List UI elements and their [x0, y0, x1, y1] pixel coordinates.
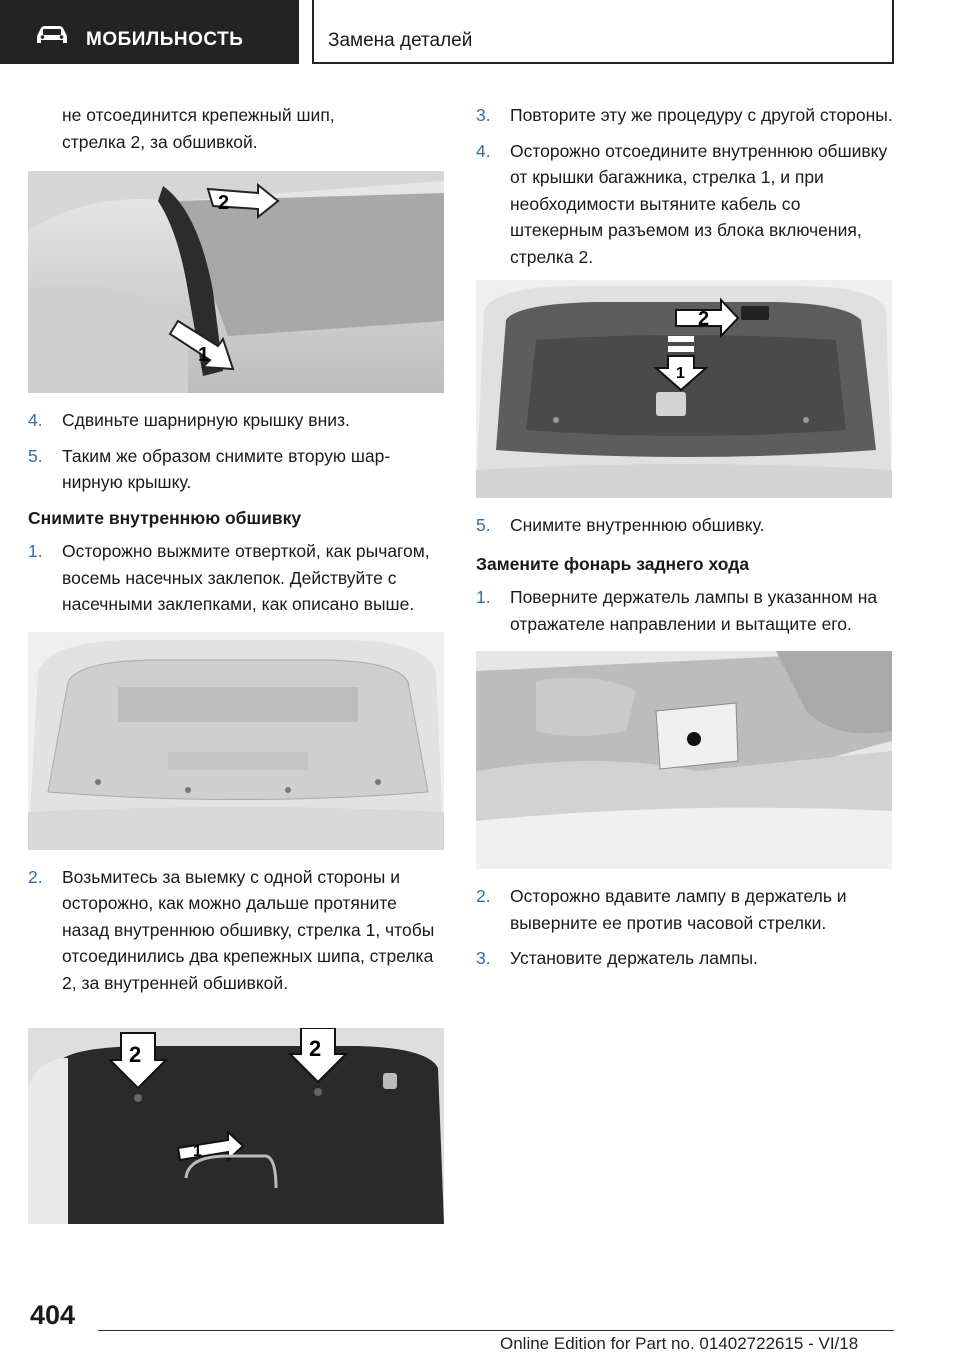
subsection-box: Замена деталей: [312, 0, 894, 64]
step-number: 1.: [28, 541, 43, 561]
trunk-lid-trim-photo: [28, 631, 444, 850]
left-column: не отсоединится крепежный шип, стрелка 2…: [28, 102, 444, 1224]
step-number: 2.: [476, 886, 491, 906]
step-item: 5. Снимите внутреннюю обшивку.: [476, 512, 896, 539]
step-text: Осторожно отсоедините внутреннюю об­шивк…: [510, 140, 888, 267]
trim-detach-photo: 2 1: [476, 280, 892, 498]
page-number: 404: [30, 1300, 76, 1330]
step-item: 3. Повторите эту же процедуру с другой с…: [476, 102, 896, 129]
step-text: Снимите внутреннюю обшивку.: [510, 515, 765, 535]
arrow-label: 2: [129, 1042, 141, 1067]
step-text: Возьмитесь за выемку с одной стороны и о…: [62, 866, 435, 993]
step-item: 4. Осторожно отсоедините внутреннюю об­ш…: [476, 138, 896, 271]
right-column: 3. Повторите эту же процедуру с другой с…: [476, 102, 896, 981]
step-item: 4. Сдвиньте шарнирную крышку вниз.: [28, 407, 444, 434]
footer-divider: [98, 1330, 894, 1331]
trunk-hinge-cover-photo: 2 1: [28, 171, 444, 393]
step-number: 3.: [476, 948, 491, 968]
step-text: Таким же образом снимите вторую шар­нирн…: [62, 445, 391, 493]
step-number: 5.: [476, 515, 491, 535]
trim-pull-photo: 1 2 2: [28, 1028, 444, 1224]
step-number: 2.: [28, 866, 43, 887]
edition-note: Online Edition for Part no. 01402722615 …: [500, 1334, 859, 1353]
car-icon: [37, 26, 67, 43]
step-item: 2. Осторожно вдавите лампу в держатель и…: [476, 883, 896, 936]
step-item: 1. Осторожно выжмите отверткой, как рыча…: [28, 538, 444, 618]
arrow-label: 2: [698, 308, 709, 330]
intro-line: стрелка 2, за обшивкой.: [62, 131, 258, 152]
step-text: Установите держатель лампы.: [510, 948, 758, 968]
step-item: 5. Таким же образом снимите вторую шар­н…: [28, 443, 444, 496]
step-item: 1. Поверните держатель лампы в указанном…: [476, 584, 896, 637]
lamp-holder-photo: [476, 651, 892, 869]
section-tab: МОБИЛЬНОСТЬ: [0, 0, 299, 64]
section-heading: Замените фонарь заднего хода: [476, 553, 750, 574]
subsection-title: Замена деталей: [328, 30, 473, 51]
step-text: Сдвиньте шарнирную крышку вниз.: [62, 410, 350, 430]
step-number: 1.: [476, 587, 491, 607]
step-text: Поверните держатель лампы в указанном на…: [510, 587, 878, 634]
step-number: 4.: [476, 140, 491, 161]
section-heading: Снимите внутреннюю обшивку: [28, 507, 302, 528]
step-text: Осторожно вдавите лампу в держатель и вы…: [510, 886, 847, 933]
step-item: 2. Возьмитесь за выемку с одной стороны …: [28, 864, 444, 997]
intro-line: не отсоединится крепежный шип,: [62, 105, 335, 125]
arrow-label: 1: [676, 365, 685, 382]
step-number: 5.: [28, 445, 43, 466]
arrow-label: 2: [218, 192, 229, 214]
arrow-label: 1: [193, 1143, 202, 1160]
step-text: Осторожно выжмите отверткой, как рыча­го…: [62, 541, 430, 614]
step-number: 4.: [28, 410, 43, 430]
step-number: 3.: [476, 105, 491, 125]
arrow-label: 1: [198, 344, 209, 366]
step-item: 3. Установите держатель лампы.: [476, 945, 896, 972]
section-title: МОБИЛЬНОСТЬ: [86, 29, 244, 50]
arrow-label: 2: [309, 1036, 321, 1061]
step-text: Повторите эту же процедуру с другой сто­…: [510, 105, 893, 125]
